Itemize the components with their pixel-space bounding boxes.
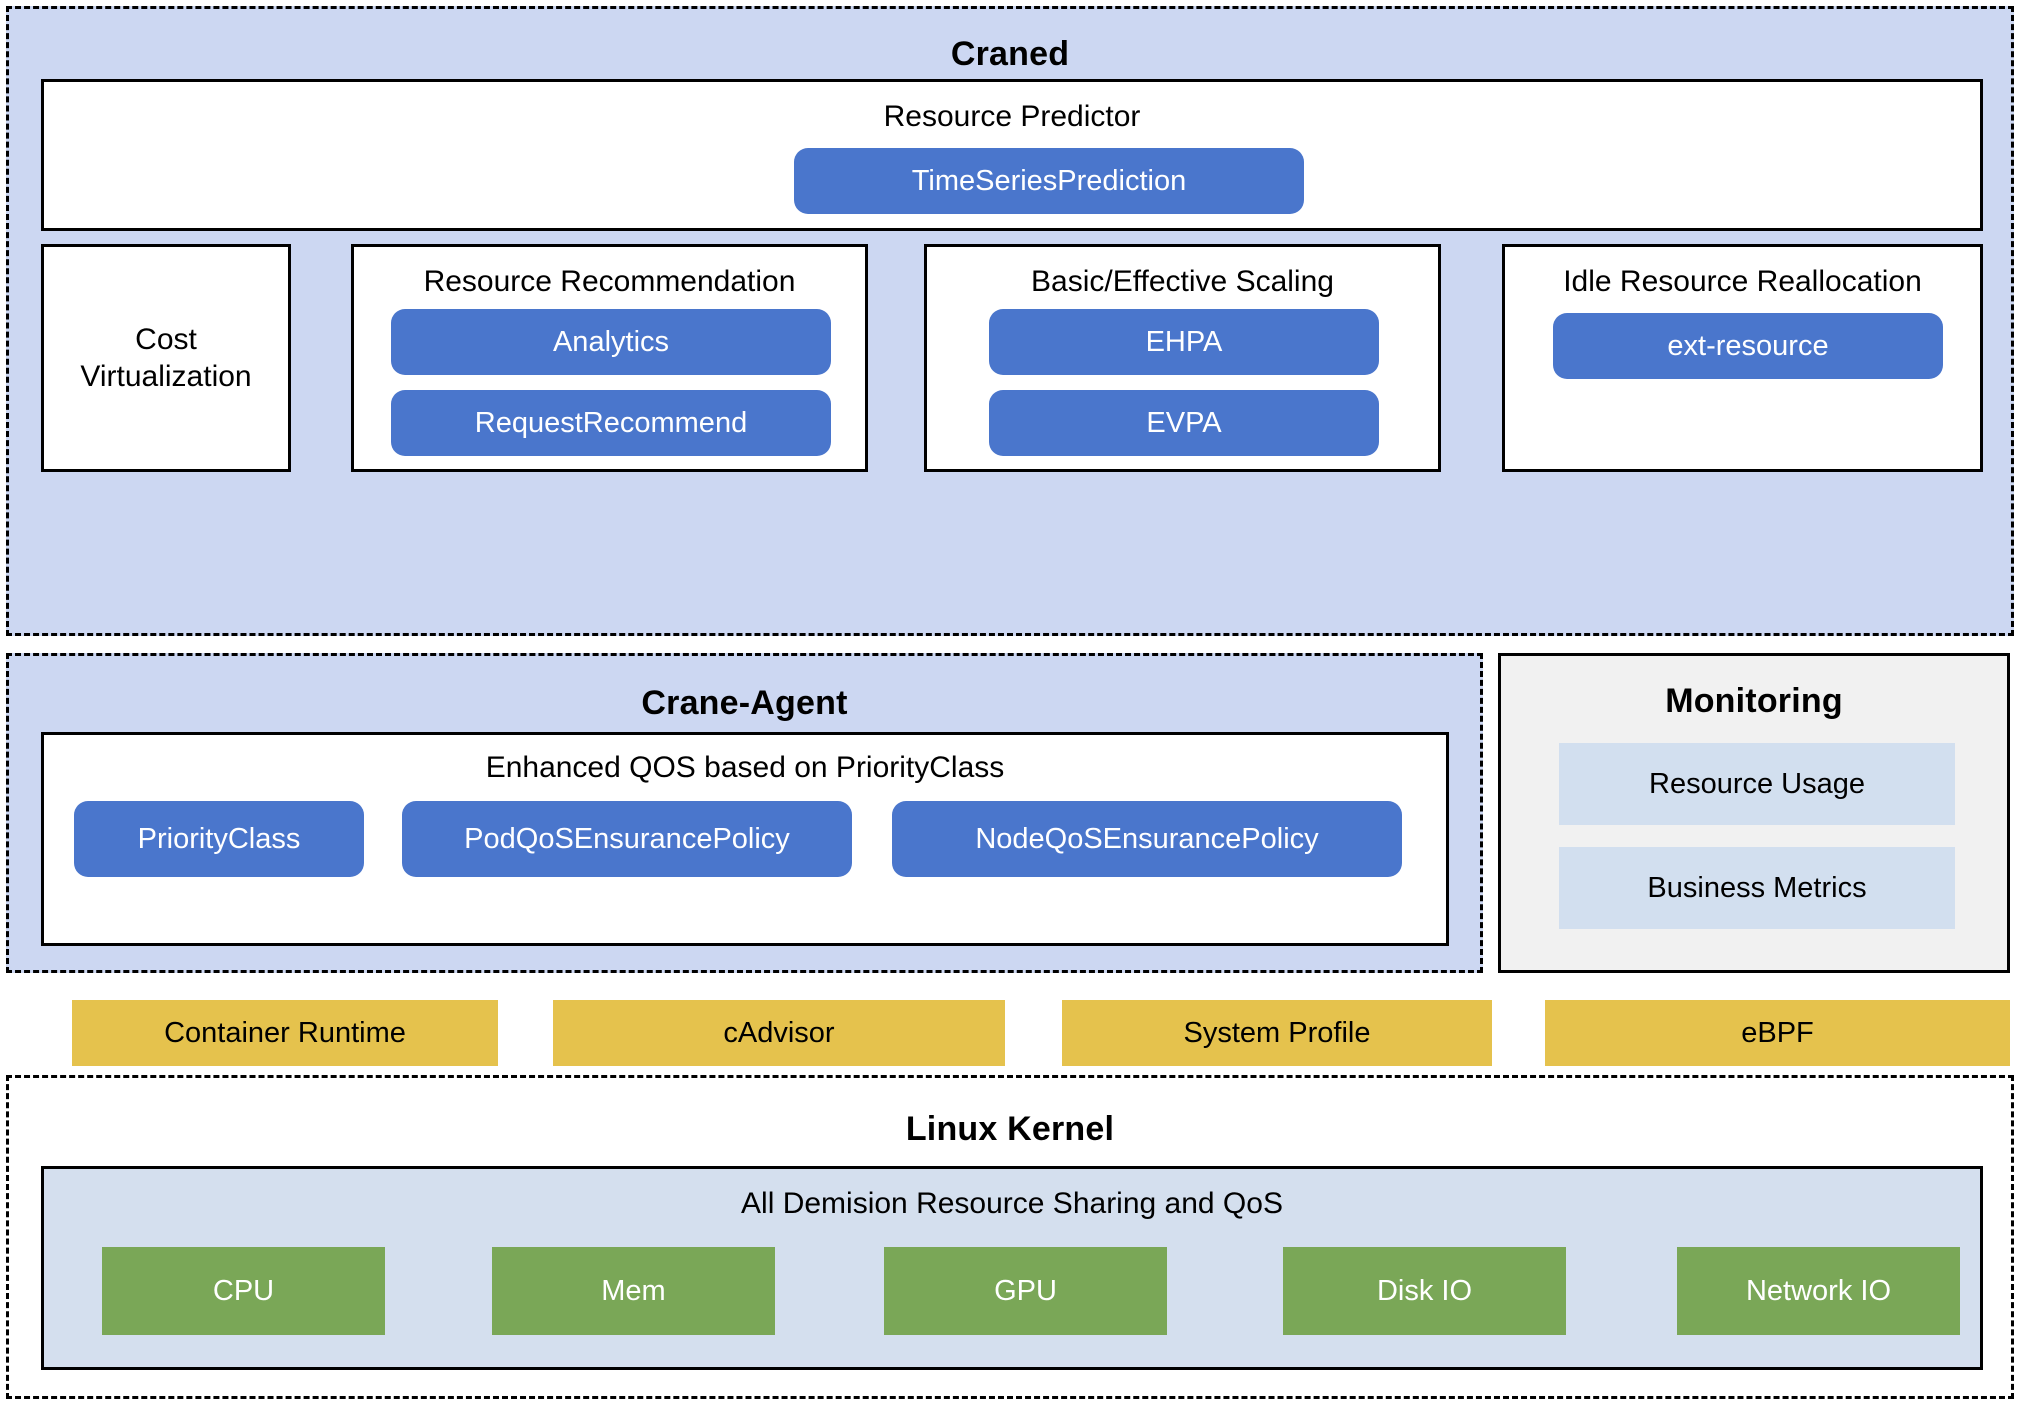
- monitoring-item-business-metrics[interactable]: Business Metrics: [1559, 847, 1955, 929]
- kernel-resource-mem[interactable]: Mem: [492, 1247, 775, 1335]
- component-podqosensurancepolicy[interactable]: PodQoSEnsurancePolicy: [402, 801, 852, 877]
- enhanced-qos-group: Enhanced QOS based on PriorityClass Prio…: [41, 732, 1449, 946]
- crane-agent-zone-title: Crane-Agent: [641, 684, 848, 722]
- cost-virtualization-line1: Cost: [135, 322, 197, 356]
- resource-recommendation-title: Resource Recommendation: [423, 265, 796, 298]
- scaling-group: Basic/Effective Scaling EHPA EVPA: [924, 244, 1441, 472]
- component-timeseriesprediction[interactable]: TimeSeriesPrediction: [794, 148, 1304, 214]
- cost-virtualization-label: Cost Virtualization: [44, 247, 288, 469]
- component-priorityclass[interactable]: PriorityClass: [74, 801, 364, 877]
- component-requestrecommend[interactable]: RequestRecommend: [391, 390, 831, 456]
- craned-zone: Craned Resource Predictor TimeSeriesPred…: [6, 6, 2014, 636]
- monitoring-panel-title: Monitoring: [1665, 682, 1843, 720]
- resource-sharing-group: All Demision Resource Sharing and QoS CP…: [41, 1166, 1983, 1370]
- kernel-resource-network-io[interactable]: Network IO: [1677, 1247, 1960, 1335]
- data-source-container-runtime[interactable]: Container Runtime: [72, 1000, 498, 1066]
- cost-virtualization-line2: Virtualization: [80, 360, 252, 393]
- cost-virtualization-group: Cost Virtualization: [41, 244, 291, 472]
- linux-kernel-zone: Linux Kernel All Demision Resource Shari…: [6, 1075, 2014, 1399]
- resource-predictor-group: Resource Predictor TimeSeriesPrediction: [41, 79, 1983, 231]
- monitoring-item-resource-usage[interactable]: Resource Usage: [1559, 743, 1955, 825]
- kernel-resource-cpu[interactable]: CPU: [102, 1247, 385, 1335]
- component-nodeqosensurancepolicy[interactable]: NodeQoSEnsurancePolicy: [892, 801, 1402, 877]
- enhanced-qos-title: Enhanced QOS based on PriorityClass: [485, 751, 1005, 784]
- craned-zone-title: Craned: [950, 35, 1070, 73]
- kernel-resource-gpu[interactable]: GPU: [884, 1247, 1167, 1335]
- component-ehpa[interactable]: EHPA: [989, 309, 1379, 375]
- scaling-title: Basic/Effective Scaling: [1031, 265, 1334, 298]
- resource-predictor-title: Resource Predictor: [883, 100, 1141, 133]
- component-evpa[interactable]: EVPA: [989, 390, 1379, 456]
- data-source-cadvisor[interactable]: cAdvisor: [553, 1000, 1005, 1066]
- kernel-resource-disk-io[interactable]: Disk IO: [1283, 1247, 1566, 1335]
- linux-kernel-zone-title: Linux Kernel: [905, 1110, 1115, 1148]
- resource-recommendation-group: Resource Recommendation Analytics Reques…: [351, 244, 868, 472]
- component-analytics[interactable]: Analytics: [391, 309, 831, 375]
- idle-resource-reallocation-title: Idle Resource Reallocation: [1563, 265, 1922, 298]
- crane-agent-zone: Crane-Agent Enhanced QOS based on Priori…: [6, 653, 1483, 973]
- data-source-system-profile[interactable]: System Profile: [1062, 1000, 1492, 1066]
- resource-sharing-title: All Demision Resource Sharing and QoS: [741, 1187, 1283, 1220]
- monitoring-panel: Monitoring Resource Usage Business Metri…: [1498, 653, 2010, 973]
- idle-resource-reallocation-group: Idle Resource Reallocation ext-resource: [1502, 244, 1983, 472]
- data-source-ebpf[interactable]: eBPF: [1545, 1000, 2010, 1066]
- component-ext-resource[interactable]: ext-resource: [1553, 313, 1943, 379]
